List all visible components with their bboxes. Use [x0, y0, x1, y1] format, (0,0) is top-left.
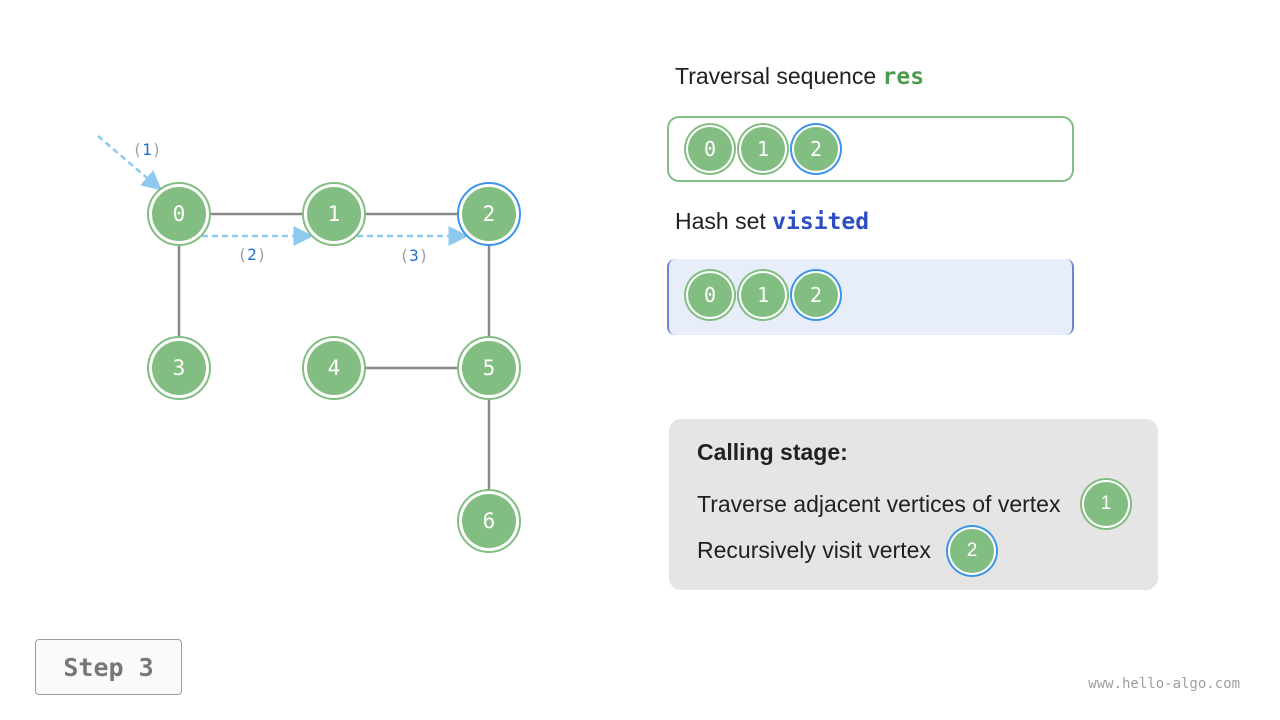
- watermark: www.hello-algo.com: [1088, 676, 1240, 692]
- step-indicator: Step 3: [35, 639, 182, 695]
- stage-line-recurse-text: Recursively visit vertex: [697, 537, 931, 563]
- step-number: 2: [247, 245, 257, 264]
- traversal-step-label-3: (3): [400, 246, 429, 265]
- vertex-circle: [462, 341, 516, 395]
- visited-heading-code: visited: [772, 209, 870, 235]
- traversal-step-label-2: (2): [238, 245, 267, 264]
- step-number: 1: [142, 140, 152, 159]
- vertex-label: 5: [483, 356, 496, 380]
- vertex-label: 1: [328, 202, 341, 226]
- visited-heading-text: Hash set: [675, 208, 773, 234]
- vertex-5: 5: [457, 336, 521, 400]
- stage-vertex-1: 1: [1084, 482, 1128, 526]
- stage-vertex-2: 2: [950, 529, 994, 573]
- calling-stage-title: Calling stage:: [697, 439, 848, 465]
- visited-item-2: 2: [794, 273, 838, 317]
- vertex-circle: [307, 341, 361, 395]
- res-item-2: 2: [794, 127, 838, 171]
- paren-close: ): [419, 246, 429, 265]
- visited-item-1: 1: [741, 273, 785, 317]
- vertex-label: 4: [328, 356, 341, 380]
- paren-close: ): [152, 140, 162, 159]
- vertex-circle: [307, 187, 361, 241]
- res-item-0: 0: [688, 127, 732, 171]
- visited-item-0: 0: [688, 273, 732, 317]
- paren-close: ): [257, 245, 267, 264]
- res-heading-code: res: [882, 64, 925, 90]
- res-heading-text: Traversal sequence: [675, 63, 883, 89]
- step-number: 3: [409, 246, 419, 265]
- vertex-1: 1: [302, 182, 366, 246]
- vertex-6: 6: [457, 489, 521, 553]
- vertex-3: 3: [147, 336, 211, 400]
- paren-open: (: [133, 140, 143, 159]
- vertex-4: 4: [302, 336, 366, 400]
- vertex-2: 2: [457, 182, 521, 246]
- vertex-label: 2: [483, 202, 496, 226]
- paren-open: (: [400, 246, 410, 265]
- res-item-1: 1: [741, 127, 785, 171]
- res-heading: Traversal sequence res: [675, 63, 924, 90]
- traversal-step-label-1: (1): [133, 140, 162, 159]
- vertex-label: 6: [483, 509, 496, 533]
- stage-line-traverse-text: Traverse adjacent vertices of vertex: [697, 491, 1061, 517]
- vertex-circle: [152, 187, 206, 241]
- stage-line-traverse: Traverse adjacent vertices of vertex: [697, 491, 1060, 518]
- vertex-circle: [462, 187, 516, 241]
- traversal-arrow-1: [97, 135, 162, 191]
- paren-open: (: [238, 245, 248, 264]
- stage-line-recurse: Recursively visit vertex: [697, 537, 931, 564]
- calling-stage-panel: Calling stage: Traverse adjacent vertice…: [669, 419, 1158, 590]
- visited-heading: Hash set visited: [675, 208, 869, 235]
- vertex-label: 0: [173, 202, 186, 226]
- vertex-circle: [152, 341, 206, 395]
- vertex-label: 3: [173, 356, 186, 380]
- vertex-0: 0: [147, 182, 211, 246]
- vertex-circle: [462, 494, 516, 548]
